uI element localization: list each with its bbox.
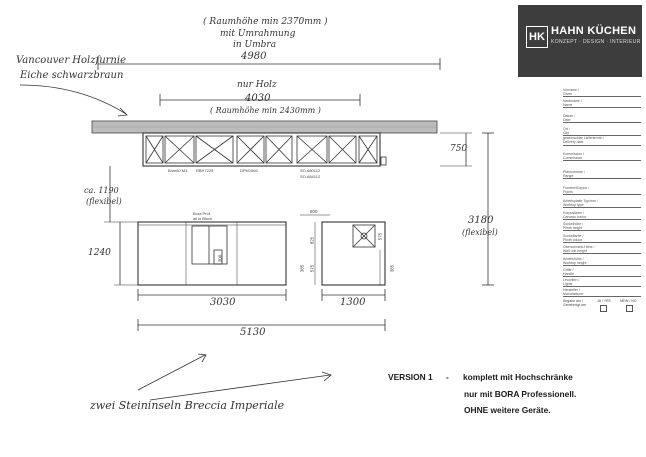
bora-label-2: all in Block	[193, 216, 213, 221]
dim-575: 575	[377, 232, 383, 241]
with-frame-label: mit Umrahmung	[220, 29, 296, 39]
form-field[interactable]: Nachname / Name	[563, 99, 641, 108]
hk-logo-icon: HK	[526, 26, 548, 48]
dim-385a: 385	[299, 264, 305, 273]
form-field[interactable]: Arbeitsplatte Typ/mm / Worktop type	[563, 199, 641, 208]
stone-arrow-left	[137, 354, 206, 391]
form-field[interactable]: gewünschter Liefertermin / Delivery date	[563, 136, 641, 146]
bora-label-1: Bora Prof.	[193, 211, 212, 216]
form-field[interactable]: Korpusfarbe / Carcass colour	[563, 211, 641, 220]
form-field-label: Fronten/Korpus / Fronts	[563, 186, 590, 194]
form-field-label: Kommission / Commission	[563, 152, 585, 160]
dim-5130: 5130	[240, 327, 266, 338]
form-field[interactable]: Sockelfarbe / Plinth colour	[563, 234, 641, 243]
form-field[interactable]: Kommission / Commission	[563, 152, 641, 161]
dim-3030: 3030	[210, 297, 236, 308]
form-field-label: Oberschrank-Höhe / Wall unit height	[563, 245, 595, 253]
form-field[interactable]: Datum / Date	[563, 114, 641, 123]
form-field-label: Sockelhöhe / Plinth height	[563, 222, 584, 230]
form-field-label: Leuchten / Lights	[563, 278, 580, 286]
dim-1240: 1240	[88, 248, 111, 258]
form-field-label: Hersteller / Manufacturer	[563, 288, 584, 296]
approval-no-checkbox[interactable]	[626, 305, 633, 312]
dim-1190: ca. 1190	[84, 186, 119, 195]
material-arrow	[19, 84, 127, 115]
form-field-label: Korpusfarbe / Carcass colour	[563, 211, 587, 219]
form-field-label: Nachname / Name	[563, 99, 582, 107]
approval-yes-checkbox[interactable]	[600, 305, 607, 312]
form-field-label: Griffe / Handle	[563, 268, 575, 276]
form-field-label: Arbeitshöhe / Worktop height	[563, 257, 587, 265]
form-field[interactable]: Arbeitshöhe / Worktop height	[563, 257, 641, 266]
brand-header: HK HAHN KÜCHEN KONZEPT · DESIGN · INTERI…	[518, 5, 642, 77]
approval-no-label: NEIN / NO	[620, 299, 637, 303]
form-field[interactable]: Fronten/Korpus / Fronts	[563, 186, 641, 195]
form-field[interactable]: Leuchten / Lights	[563, 278, 641, 287]
version-line-2: nur mit BORA Professionell.	[464, 389, 577, 399]
version-dash: -	[446, 372, 449, 382]
version-line-3: OHNE weitere Geräte.	[464, 405, 551, 415]
bora-cooktop	[191, 225, 228, 265]
dim-4030: 4030	[245, 93, 271, 104]
form-field-label: Vorname / Given	[563, 88, 579, 96]
dim-575b: 575	[309, 264, 315, 273]
form-field-label: Ort / City	[563, 127, 570, 135]
dim-1300: 1300	[340, 297, 366, 308]
dim-4980: 4980	[241, 51, 267, 62]
dim-825: 825	[309, 236, 315, 245]
form-field[interactable]: Sockelhöhe / Plinth height	[563, 222, 641, 231]
material-line-1: Vancouver Holzfurnie	[16, 55, 126, 66]
cabinet-label-2: RBH7225	[196, 168, 214, 173]
form-field-label: Datum / Date	[563, 114, 576, 122]
sink	[352, 224, 376, 248]
form-field[interactable]: Vorname / Given	[563, 88, 641, 97]
wood-label: nur Holz	[237, 80, 277, 90]
island-two	[321, 221, 386, 286]
in-total-label: in Umbra	[233, 40, 277, 50]
form-field[interactable]: Griffe / Handle	[563, 268, 641, 277]
material-line-2: Eiche schwarzbraun	[20, 70, 124, 81]
island-one	[137, 221, 287, 286]
brand-tagline: KONZEPT · DESIGN · INTERIEUR	[551, 39, 641, 45]
dim-1190-note: (flexibel)	[86, 197, 122, 206]
stone-islands-note: zwei Steininseln Breccia Imperiale	[90, 399, 285, 412]
brand-name: HAHN KÜCHEN	[551, 25, 637, 37]
cabinet-label-3: DPM1560	[240, 168, 258, 173]
cabinet-label-5: SO-684112	[300, 174, 321, 179]
dim-3180: 3180	[468, 215, 494, 226]
form-field[interactable]: Ort / City	[563, 127, 641, 136]
dim-300: 300	[217, 254, 223, 263]
form-field[interactable]: Oberschrank-Höhe / Wall unit height	[563, 245, 641, 254]
form-field-label: Sockelfarbe / Plinth colour	[563, 234, 584, 242]
dim-800: 800	[310, 209, 318, 214]
stone-arrow-right	[149, 374, 331, 401]
form-field-label: Arbeitsplatte Typ/mm / Worktop type	[563, 199, 598, 207]
form-field[interactable]: Plannummer / Range	[563, 170, 641, 179]
dim-385b: 385	[389, 264, 395, 273]
wall-cabinet-row	[142, 132, 381, 167]
room-height-wood: ( Raumhöhe min 2430mm )	[210, 106, 321, 115]
approval-label: Abgabe am / Genehmigt am	[563, 299, 586, 307]
dim-750: 750	[450, 144, 468, 154]
version-label: VERSION 1	[388, 372, 433, 382]
dim-3180-note: (flexibel)	[462, 228, 498, 237]
form-field-label: Plannummer / Range	[563, 170, 585, 178]
room-height-top: ( Raumhöhe min 2370mm )	[203, 17, 328, 27]
version-line-1: komplett mit Hochschränke	[463, 372, 573, 382]
cabinet-label-1: B4m60 M3	[168, 168, 188, 173]
form-field-label: gewünschter Liefertermin / Delivery date	[563, 136, 605, 144]
cabinet-label-4: SO-680112	[300, 168, 321, 173]
approval-yes-label: JA / YES	[597, 299, 611, 303]
form-field[interactable]: Hersteller / Manufacturer	[563, 288, 641, 297]
